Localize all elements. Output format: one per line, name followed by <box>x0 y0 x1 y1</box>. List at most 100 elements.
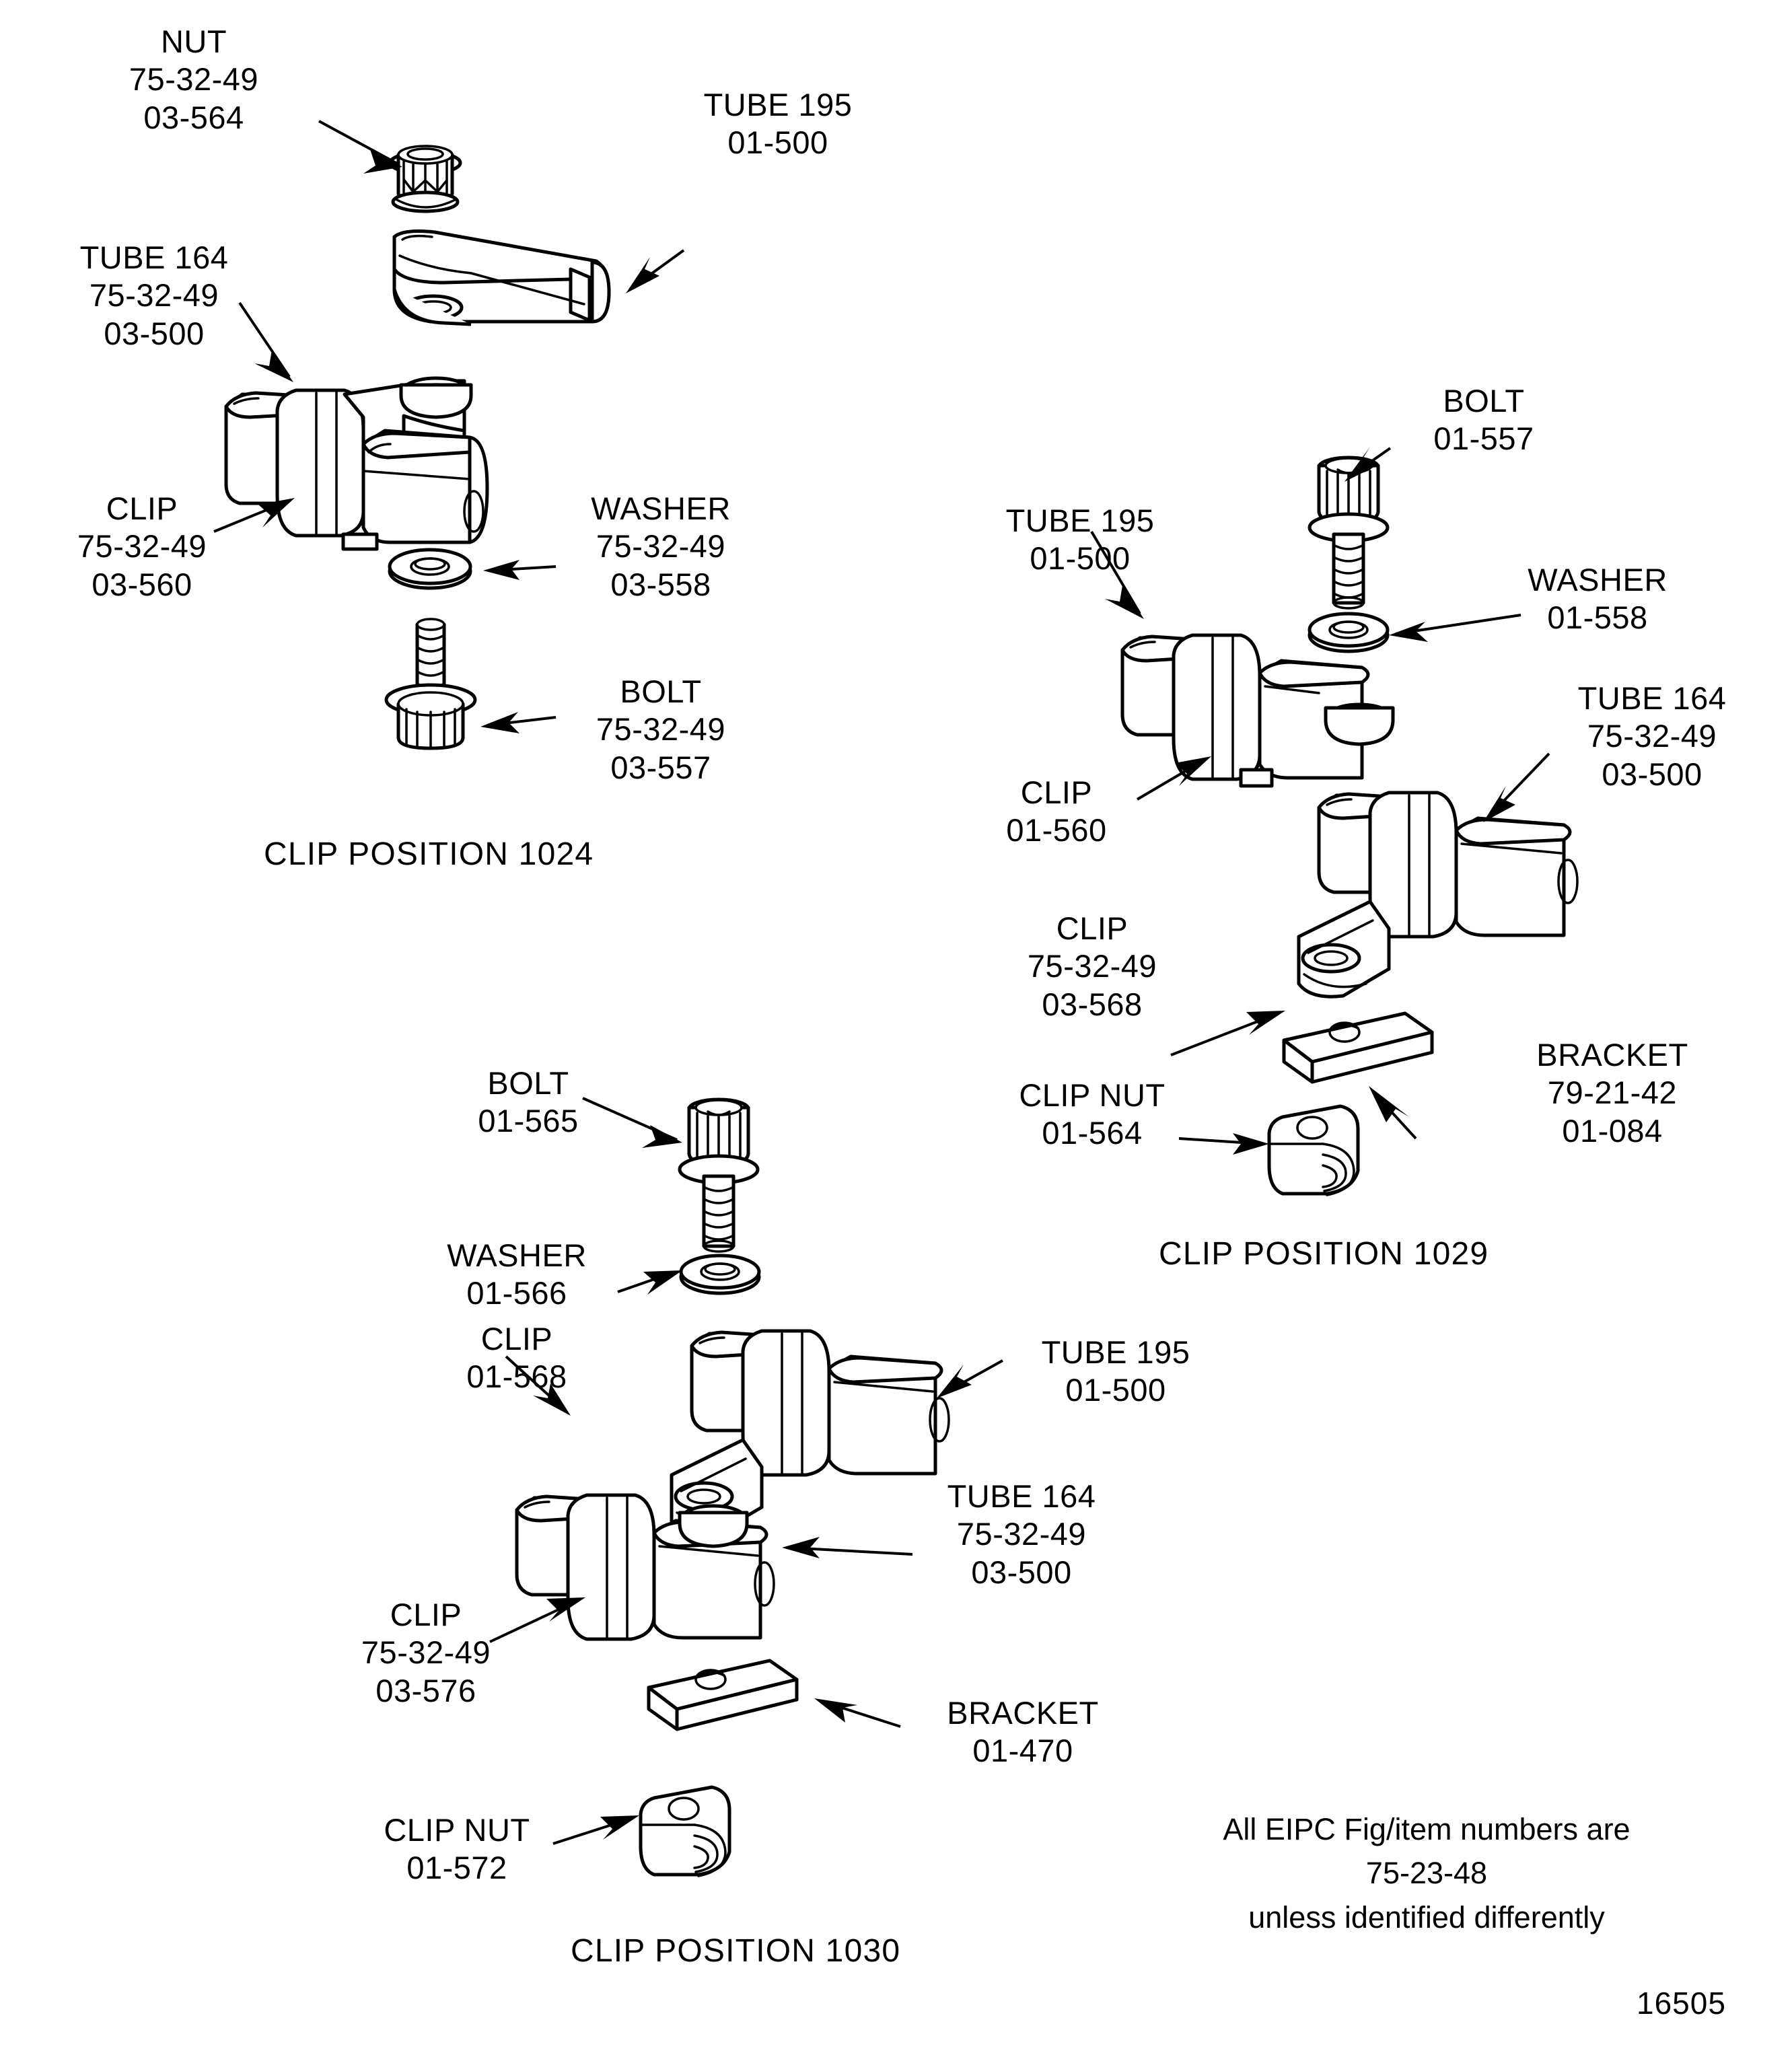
callout-name: TUBE 195 <box>1041 1334 1190 1370</box>
callout-code2: 03-500 <box>1602 756 1703 792</box>
callout-code1: 75-32-49 <box>956 1516 1087 1552</box>
callout-washer-1024: WASHER 75-32-49 03-558 <box>560 490 762 604</box>
washer-part-illustration-1030 <box>679 1254 761 1295</box>
callout-name: NUT <box>160 24 227 59</box>
callout-name: BOLT <box>1443 383 1525 419</box>
tube-195-part-illustration-1024 <box>392 229 611 326</box>
callout-code2: 03-560 <box>92 566 192 602</box>
callout-code1: 01-564 <box>1042 1115 1143 1151</box>
callout-name: BRACKET <box>1536 1037 1688 1073</box>
callout-name: CLIP <box>1056 910 1128 946</box>
callout-name: TUBE 164 <box>79 240 229 275</box>
callout-bolt-1024: BOLT 75-32-49 03-557 <box>560 673 762 787</box>
callout-bracket-1029: BRACKET 79-21-42 01-084 <box>1505 1036 1720 1150</box>
washer-part-illustration-1024 <box>388 548 472 590</box>
callout-code1: 01-500 <box>727 124 828 161</box>
callout-name: CLIP NUT <box>1019 1077 1166 1113</box>
callout-code2: 03-568 <box>1042 986 1143 1022</box>
callout-washer-1029: WASHER 01-558 <box>1497 561 1698 637</box>
callout-code1: 01-470 <box>972 1733 1073 1769</box>
callout-tube195-1024: TUBE 195 01-500 <box>690 86 865 162</box>
callout-code1: 01-500 <box>1030 540 1131 577</box>
callout-code1: 75-32-49 <box>77 528 207 565</box>
bracket-part-illustration-1030 <box>647 1659 799 1731</box>
callout-tube195-1029: TUBE 195 01-500 <box>982 502 1178 578</box>
callout-clipnut-1030: CLIP NUT 01-572 <box>353 1811 561 1887</box>
callout-code2: 03-500 <box>971 1554 1072 1590</box>
callout-clip2-1030: CLIP 75-32-49 03-576 <box>328 1596 524 1710</box>
callout-name: TUBE 164 <box>947 1478 1096 1514</box>
callout-code2: 03-500 <box>104 315 205 351</box>
callout-name: WASHER <box>591 491 731 526</box>
callout-clip1-1029: CLIP 01-560 <box>976 774 1137 850</box>
callout-name: CLIP <box>390 1597 462 1632</box>
group-heading-1030: CLIP POSITION 1030 <box>571 1933 901 1969</box>
callout-tube164-1029: TUBE 164 75-32-49 03-500 <box>1554 680 1750 793</box>
callout-code1: 75-32-49 <box>1027 948 1157 984</box>
callout-tube195-1030: TUBE 195 01-500 <box>1015 1334 1217 1410</box>
callout-code1: 75-32-49 <box>89 277 219 314</box>
general-note: All EIPC Fig/item numbers are 75-23-48 u… <box>1157 1807 1696 1939</box>
tube-164-clip-assembly-1024 <box>224 376 489 551</box>
callout-code1: 01-566 <box>466 1275 567 1311</box>
washer-part-illustration-1029 <box>1307 612 1390 653</box>
callout-code1: 01-557 <box>1433 421 1534 457</box>
callout-code1: 75-32-49 <box>596 528 726 565</box>
callout-code2: 03-558 <box>610 566 711 602</box>
note-line-3: unless identified differently <box>1248 1900 1605 1935</box>
note-line-1: All EIPC Fig/item numbers are <box>1223 1812 1630 1846</box>
callout-bolt-1030: BOLT 01-565 <box>444 1064 612 1141</box>
leader-lines-1024 <box>213 120 685 733</box>
callout-name: CLIP NUT <box>384 1812 530 1848</box>
callout-code2: 03-564 <box>143 99 244 135</box>
callout-code1: 75-32-49 <box>596 711 726 748</box>
callout-code1: 79-21-42 <box>1547 1075 1678 1111</box>
callout-name: BOLT <box>620 674 702 709</box>
clip-nut-part-illustration-1030 <box>639 1785 731 1877</box>
callout-name: TUBE 164 <box>1577 680 1727 716</box>
tube-195-clip-assembly-1029 <box>1120 633 1395 788</box>
figure-number: 16505 <box>1637 1986 1726 2021</box>
bracket-part-illustration-1029 <box>1282 1011 1434 1084</box>
note-line-2: 75-23-48 <box>1365 1856 1488 1891</box>
callout-clipnut-1029: CLIP NUT 01-564 <box>988 1077 1196 1153</box>
tube-195-clip-assembly-1030 <box>670 1329 950 1537</box>
callout-code1: 01-572 <box>406 1850 507 1886</box>
tube-164-clip-assembly-1030 <box>515 1493 775 1641</box>
callout-tube164-1024: TUBE 164 75-32-49 03-500 <box>57 239 252 353</box>
callout-code1: 75-32-49 <box>361 1634 491 1671</box>
callout-name: WASHER <box>447 1237 587 1273</box>
callout-code2: 03-576 <box>375 1672 476 1708</box>
callout-code1: 75-32-49 <box>129 61 259 98</box>
callout-nut-1024: NUT 75-32-49 03-564 <box>86 23 301 137</box>
callout-code1: 75-32-49 <box>1587 718 1717 754</box>
callout-name: BRACKET <box>947 1695 1099 1731</box>
callout-code1: 01-568 <box>466 1359 567 1395</box>
callout-code1: 01-560 <box>1006 812 1107 848</box>
nut-part-illustration <box>388 145 462 213</box>
callout-bolt-1029: BOLT 01-557 <box>1400 382 1568 458</box>
group-heading-1029: CLIP POSITION 1029 <box>1159 1236 1489 1272</box>
callout-code1: 01-558 <box>1547 600 1648 636</box>
callout-clip2-1029: CLIP 75-32-49 03-568 <box>995 910 1190 1023</box>
bolt-part-illustration-1030 <box>678 1097 760 1253</box>
callout-name: CLIP <box>480 1321 553 1357</box>
callout-name: CLIP <box>106 491 178 526</box>
bolt-part-illustration-1029 <box>1307 456 1390 610</box>
group-heading-1024: CLIP POSITION 1024 <box>264 836 594 872</box>
callout-name: CLIP <box>1020 774 1093 810</box>
callout-code2: 01-084 <box>1562 1112 1663 1149</box>
callout-clip-1024: CLIP 75-32-49 03-560 <box>44 490 240 604</box>
callout-code2: 03-557 <box>610 749 711 785</box>
callout-code1: 01-500 <box>1065 1372 1166 1408</box>
callout-code1: 01-565 <box>478 1103 579 1139</box>
callout-tube164-1030: TUBE 164 75-32-49 03-500 <box>921 1478 1122 1591</box>
callout-name: TUBE 195 <box>703 87 853 122</box>
callout-washer-1030: WASHER 01-566 <box>416 1237 618 1313</box>
callout-name: BOLT <box>487 1065 569 1101</box>
callout-clip1-1030: CLIP 01-568 <box>436 1320 598 1396</box>
callout-bracket-1030: BRACKET 01-470 <box>915 1694 1131 1770</box>
callout-name: TUBE 195 <box>1005 503 1155 538</box>
